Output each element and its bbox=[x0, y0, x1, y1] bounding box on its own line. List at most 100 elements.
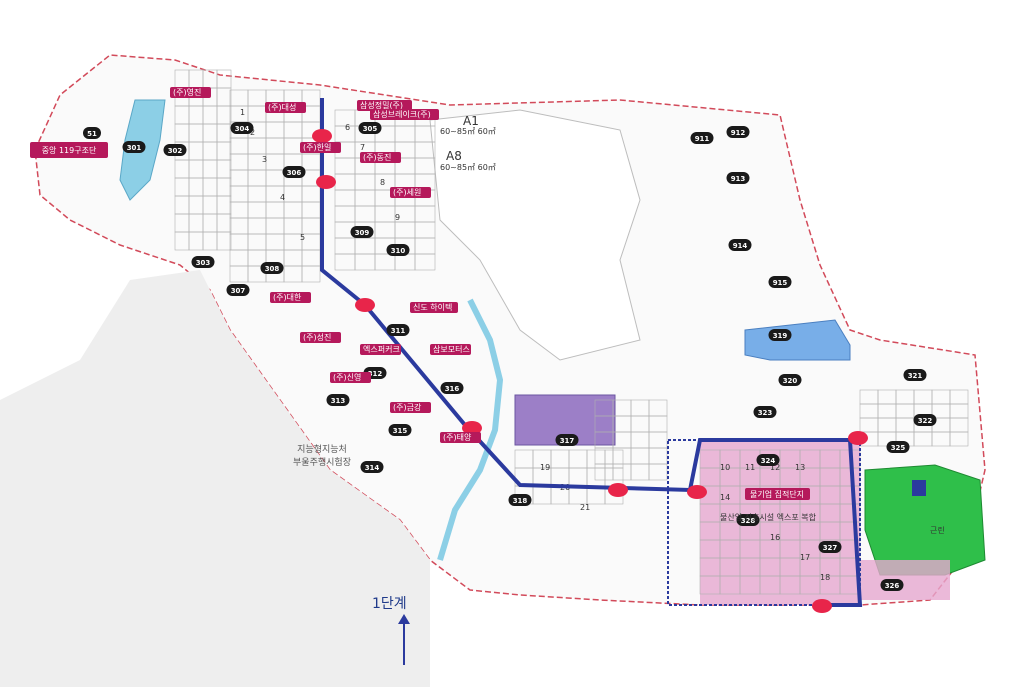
phase-arrow-head bbox=[398, 614, 410, 624]
block-badge-bg bbox=[191, 256, 215, 268]
block-badge: 308 bbox=[265, 265, 280, 273]
parcel-number: 21 bbox=[580, 503, 590, 512]
company-label: (주)영진 bbox=[173, 87, 201, 97]
company-label-bg bbox=[430, 344, 471, 355]
block-badge-bg bbox=[83, 127, 101, 139]
block-badge: 913 bbox=[731, 175, 746, 183]
company-label: 삼성정밀(주) bbox=[360, 100, 403, 110]
small-pond bbox=[912, 480, 926, 496]
parcel-number: 3 bbox=[262, 155, 267, 164]
block-badge-bg bbox=[386, 324, 410, 336]
parcel-number: 19 bbox=[540, 463, 550, 472]
company-label: (주)대성 bbox=[268, 103, 296, 112]
block-badge-bg bbox=[778, 374, 802, 386]
parcel-number: 16 bbox=[770, 533, 780, 542]
block-badge: 306 bbox=[287, 169, 302, 177]
block-badge: 318 bbox=[513, 497, 528, 505]
block-badge: 316 bbox=[445, 385, 460, 393]
block-badge: 325 bbox=[891, 444, 906, 452]
block-badge-bg bbox=[230, 122, 254, 134]
route-station-marker bbox=[462, 421, 482, 435]
block-badge-bg bbox=[690, 132, 714, 144]
company-label: (주)금강 bbox=[393, 402, 422, 412]
block-badge-bg bbox=[282, 166, 306, 178]
parcel-number: 8 bbox=[380, 178, 385, 187]
apt-a1-label: A1 bbox=[463, 114, 479, 128]
parcel-number: 6 bbox=[345, 123, 350, 132]
parcel-number: 4 bbox=[280, 193, 285, 202]
company-label: (주)한일 bbox=[303, 143, 331, 152]
phase-label: 1단계 bbox=[372, 596, 407, 612]
block-badge: 51 bbox=[87, 130, 97, 138]
company-label: 엑스퍼커크 bbox=[363, 344, 400, 354]
gov-center-label-1: 지능형지능처 bbox=[297, 443, 347, 455]
block-badge: 314 bbox=[365, 464, 380, 472]
route-station-marker bbox=[687, 485, 707, 499]
parcel-number: 14 bbox=[720, 493, 730, 502]
fire-station-text: 중앙 119구조단 bbox=[42, 145, 97, 155]
block-badge: 319 bbox=[773, 332, 788, 340]
apt-a8-size: 60~85㎡ 60㎡ bbox=[440, 163, 496, 172]
fire-station-label: 중앙 119구조단 bbox=[30, 142, 108, 158]
block-badge-bg bbox=[326, 394, 350, 406]
block-badge-bg bbox=[260, 262, 284, 274]
block-badge: 305 bbox=[363, 125, 378, 133]
block-badge: 309 bbox=[355, 229, 370, 237]
block-badge: 322 bbox=[918, 417, 933, 425]
company-label-bg bbox=[357, 100, 412, 111]
block-badge-bg bbox=[818, 541, 842, 553]
parcel-number: 18 bbox=[820, 573, 830, 582]
block-badge-bg bbox=[728, 239, 752, 251]
block-badge: 302 bbox=[168, 147, 183, 155]
company-label-bg bbox=[265, 102, 306, 113]
company-label-bg bbox=[370, 109, 439, 120]
company-label: 삼성브레이크(주) bbox=[373, 109, 431, 119]
parcel-number: 11 bbox=[745, 463, 755, 472]
pink-zone-right bbox=[860, 560, 950, 600]
block-badge: 320 bbox=[783, 377, 798, 385]
block-badge-bg bbox=[350, 226, 374, 238]
company-label-bg bbox=[270, 292, 311, 303]
parcel-cell bbox=[949, 431, 969, 447]
block-badge: 321 bbox=[908, 372, 923, 380]
company-label-bg bbox=[410, 302, 458, 313]
block-badge: 313 bbox=[331, 397, 346, 405]
block-badge: 310 bbox=[391, 247, 406, 255]
company-label: 신도 하이텍 bbox=[413, 302, 452, 312]
company-label-bg bbox=[390, 402, 431, 413]
apt-a8-label: A8 bbox=[446, 149, 462, 163]
block-badge-bg bbox=[388, 424, 412, 436]
company-label: (주)성진 bbox=[303, 332, 331, 342]
block-badge-bg bbox=[768, 276, 792, 288]
company-label-bg bbox=[390, 187, 431, 198]
block-badge: 317 bbox=[560, 437, 575, 445]
company-label-bg bbox=[360, 152, 401, 163]
block-badge-bg bbox=[555, 434, 579, 446]
block-badge: 914 bbox=[733, 242, 748, 250]
shuttle-route bbox=[320, 98, 863, 607]
parcel-number: 12 bbox=[770, 463, 780, 472]
route-station-marker bbox=[316, 175, 336, 189]
block-badge-bg bbox=[913, 414, 937, 426]
block-badge: 328 bbox=[741, 517, 756, 525]
route-stations bbox=[312, 129, 868, 613]
block-badge-bg bbox=[753, 406, 777, 418]
company-label-bg bbox=[300, 142, 341, 153]
block-badge-bg bbox=[163, 144, 187, 156]
block-badge: 303 bbox=[196, 259, 211, 267]
block-badge-bg bbox=[736, 514, 760, 526]
company-label-bg bbox=[440, 432, 481, 443]
company-label: (주)동진 bbox=[363, 152, 391, 162]
block-badge-bg bbox=[440, 382, 464, 394]
block-badge-bg bbox=[756, 454, 780, 466]
company-labels: 삼성정밀(주)신도 하이텍삼보모터스엑스퍼커크삼성브레이크(주)(주)영진(주)… bbox=[170, 87, 481, 443]
block-badge: 912 bbox=[731, 129, 746, 137]
block-badge-bg bbox=[358, 122, 382, 134]
residential-area bbox=[429, 109, 641, 361]
parcel-cell bbox=[301, 265, 321, 283]
parcel-number: 17 bbox=[800, 553, 810, 562]
company-label: (주)세원 bbox=[393, 188, 421, 197]
